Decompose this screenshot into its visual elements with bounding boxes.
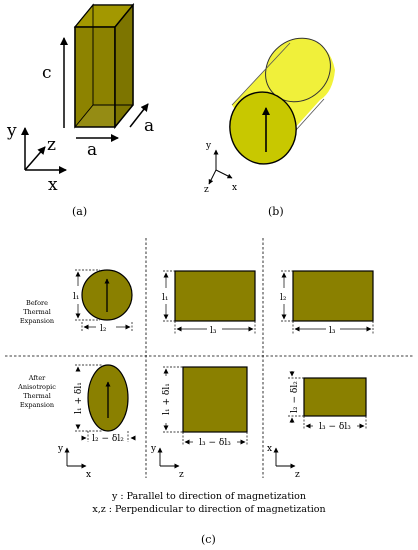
before-rect1-height-dim xyxy=(163,270,175,322)
svg-text:x: x xyxy=(232,183,237,193)
axes-xz: x z xyxy=(267,444,300,480)
svg-text:y: y xyxy=(6,121,17,141)
panel-c-dividers xyxy=(5,238,414,478)
legend-line-2: x,z : Perpendicular to direction of magn… xyxy=(92,504,325,515)
svg-text:z: z xyxy=(204,185,209,195)
axes-yx: y x xyxy=(57,444,91,480)
legend-line-1: y : Parallel to direction of magnetizati… xyxy=(111,491,306,502)
svg-text:Expansion: Expansion xyxy=(20,401,54,409)
axes-yz: y z xyxy=(150,444,184,480)
svg-text:l₁ + δl₁: l₁ + δl₁ xyxy=(74,382,84,414)
svg-text:Thermal: Thermal xyxy=(23,308,51,316)
svg-text:l₂ − δl₂: l₂ − δl₂ xyxy=(92,434,124,444)
caption-c: (c) xyxy=(201,533,216,546)
after-rect-2 xyxy=(303,377,367,417)
svg-text:x: x xyxy=(48,175,58,195)
label-a-bottom: a xyxy=(87,140,97,160)
before-rect2-width-dim xyxy=(292,321,374,334)
svg-text:l₂ − δl₂: l₂ − δl₂ xyxy=(290,381,300,413)
svg-text:After: After xyxy=(28,374,46,382)
before-circle-width-dim xyxy=(81,322,133,332)
svg-text:Anisotropic: Anisotropic xyxy=(17,383,56,391)
after-rect1-width-dim xyxy=(182,432,248,446)
svg-text:y: y xyxy=(150,444,157,454)
svg-text:z: z xyxy=(295,470,300,480)
panel-b-axes: y x z xyxy=(204,141,237,195)
svg-text:l₃ − δl₃: l₃ − δl₃ xyxy=(199,438,231,448)
caption-a: (a) xyxy=(72,205,87,218)
svg-text:Expansion: Expansion xyxy=(20,317,54,325)
svg-text:z: z xyxy=(47,135,56,155)
after-rect2-height-dim xyxy=(288,371,304,423)
svg-text:l₁ + δl₁: l₁ + δl₁ xyxy=(162,383,172,415)
before-rect1-width-dim xyxy=(174,321,256,334)
panel-a-prism xyxy=(73,2,135,130)
svg-text:l₁: l₁ xyxy=(162,293,169,303)
before-circle-height-dim xyxy=(75,269,100,321)
svg-text:Before: Before xyxy=(26,299,48,307)
svg-text:l₂: l₂ xyxy=(280,293,287,303)
after-rect1-height-dim xyxy=(163,366,183,433)
caption-b: (b) xyxy=(268,205,284,218)
after-rect-1 xyxy=(182,366,248,433)
arrow-a-side xyxy=(129,103,149,128)
svg-text:l₃ − δl₃: l₃ − δl₃ xyxy=(319,422,351,432)
svg-text:x: x xyxy=(267,444,272,454)
before-rect-2 xyxy=(292,270,374,322)
svg-text:l₃: l₃ xyxy=(329,326,336,336)
after-ellipse-height-dim xyxy=(75,364,103,432)
row-label-before: Before Thermal Expansion xyxy=(20,299,54,325)
label-a-side: a xyxy=(144,116,154,136)
after-ellipse-width-dim xyxy=(81,431,136,442)
cylinder-face xyxy=(229,91,297,165)
label-c: c xyxy=(42,63,52,83)
before-rect2-height-dim xyxy=(281,270,293,322)
svg-text:l₁: l₁ xyxy=(73,292,80,302)
svg-text:z: z xyxy=(179,470,184,480)
svg-text:x: x xyxy=(86,470,91,480)
before-rect-1 xyxy=(174,270,256,322)
after-rect2-width-dim xyxy=(303,416,367,430)
panel-a-axes: y z x xyxy=(6,121,67,195)
panel-b-cylinder xyxy=(229,37,335,165)
svg-text:y: y xyxy=(205,141,212,151)
svg-text:y: y xyxy=(57,444,64,454)
svg-text:l₃: l₃ xyxy=(210,326,217,336)
svg-text:l₂: l₂ xyxy=(100,324,107,334)
row-label-after: After Anisotropic Thermal Expansion xyxy=(17,374,56,409)
svg-text:Thermal: Thermal xyxy=(23,392,51,400)
